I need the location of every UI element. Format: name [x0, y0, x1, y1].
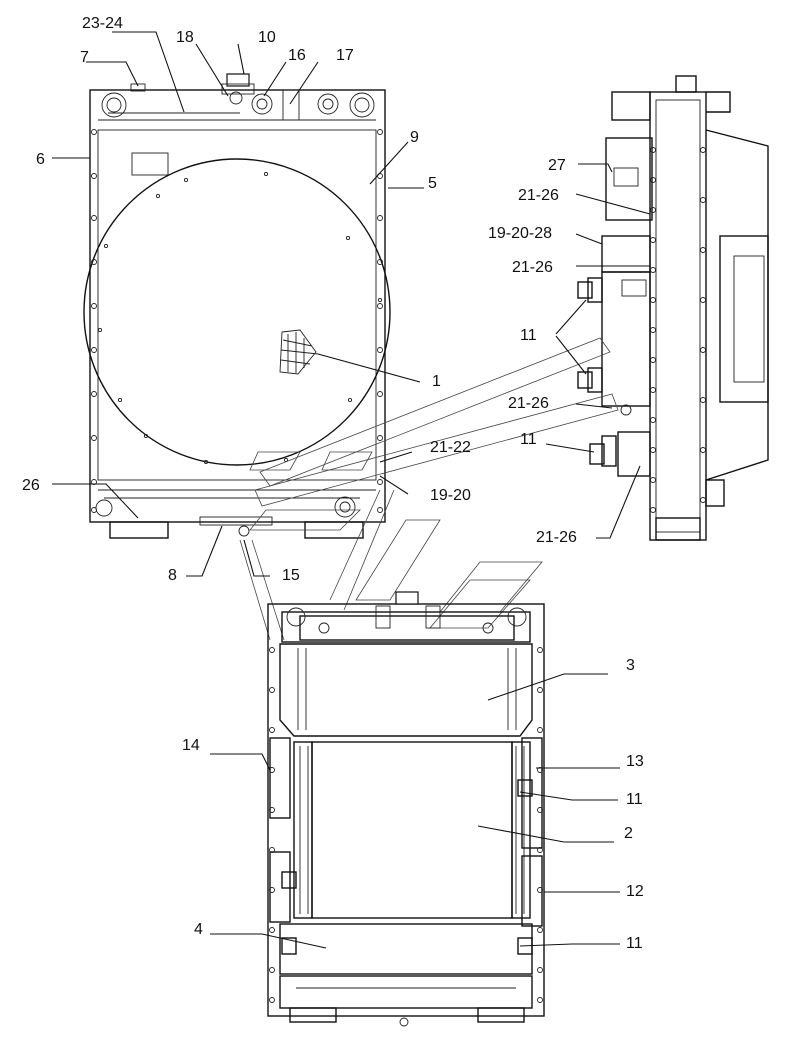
rear-view: [267, 591, 545, 1027]
callout-27: 27: [548, 157, 566, 174]
callout-11-b: 11: [520, 431, 537, 448]
side-bolt-column: [650, 147, 706, 513]
callout-12: 12: [626, 883, 644, 900]
callout-21-26-b: 21-26: [512, 259, 553, 276]
callout-2: 2: [624, 825, 633, 842]
callout-21-22: 21-22: [430, 439, 471, 456]
callout-7: 7: [80, 49, 89, 66]
callout-6: 6: [36, 151, 45, 168]
callout-11-a: 11: [520, 327, 537, 344]
callout-15: 15: [282, 567, 300, 584]
front-view: [83, 73, 391, 539]
callout-4: 4: [194, 921, 203, 938]
callout-14: 14: [182, 737, 200, 754]
callout-3: 3: [626, 657, 635, 674]
callout-9: 9: [410, 129, 419, 146]
callout-5: 5: [428, 175, 437, 192]
callout-26: 26: [22, 477, 40, 494]
callout-labels: 23-24 18 10 7 16 17 9 6 5 1 21-22 26 19-…: [22, 15, 644, 952]
exploded-view-guides: [239, 337, 619, 641]
callout-19-20-28: 19-20-28: [488, 225, 552, 242]
core-fin-columns: [297, 648, 525, 914]
callout-13: 13: [626, 753, 644, 770]
callout-21-26-c: 21-26: [508, 395, 549, 412]
callout-19-20: 19-20: [430, 487, 471, 504]
core-mesh-patch: [279, 329, 319, 375]
front-bolt-holes: [91, 129, 383, 513]
side-view: [577, 75, 769, 541]
callout-10: 10: [258, 29, 276, 46]
callout-18: 18: [176, 29, 194, 46]
rear-bolt-holes: [269, 647, 543, 1003]
callout-16: 16: [288, 47, 306, 64]
callout-21-26-d: 21-26: [536, 529, 577, 546]
callout-21-26-a: 21-26: [518, 187, 559, 204]
callout-23-24: 23-24: [82, 15, 123, 32]
callout-8: 8: [168, 567, 177, 584]
callout-17: 17: [336, 47, 354, 64]
callout-11-c: 11: [626, 791, 643, 808]
callout-11-d: 11: [626, 935, 643, 952]
leader-lines: [52, 31, 651, 949]
callout-1: 1: [432, 373, 441, 390]
